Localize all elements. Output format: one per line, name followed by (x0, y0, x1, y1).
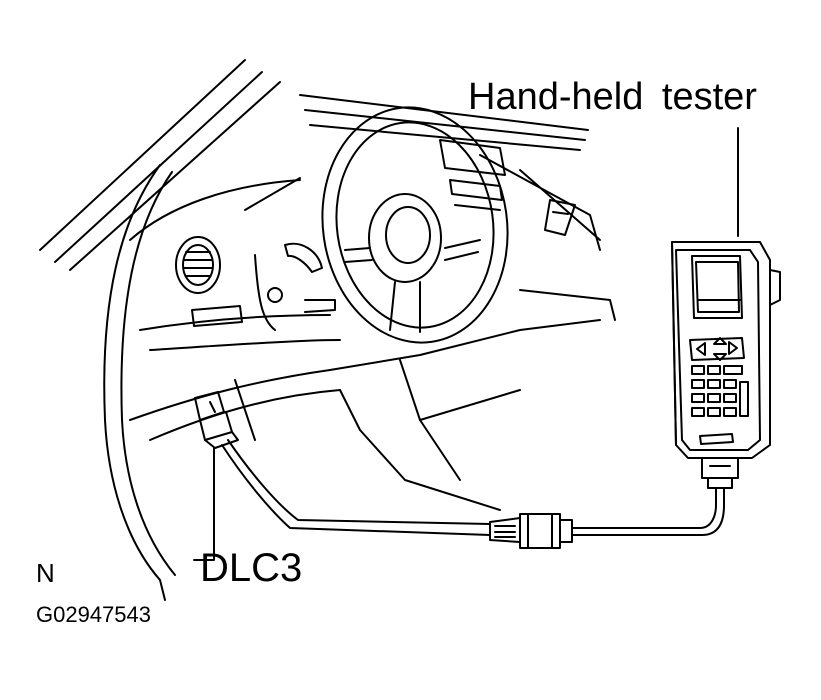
leader-lines (194, 128, 738, 560)
cable-coupler-icon (490, 514, 572, 548)
dashboard (130, 155, 615, 510)
connection-cable (222, 440, 724, 548)
view-marker-label: N (36, 558, 55, 588)
steering-wheel-icon (307, 95, 522, 354)
tester-keypad (692, 366, 748, 416)
dlc3-connector-icon (195, 392, 238, 448)
air-vent (176, 237, 242, 326)
door-frame (104, 165, 175, 600)
hand-held-tester-icon (672, 242, 780, 488)
dlc3-label: DLC3 (200, 546, 303, 590)
column-stalks (255, 244, 335, 330)
figure-code-label: G02947543 (36, 602, 151, 627)
tester-label: Hand-held tester (468, 76, 757, 118)
